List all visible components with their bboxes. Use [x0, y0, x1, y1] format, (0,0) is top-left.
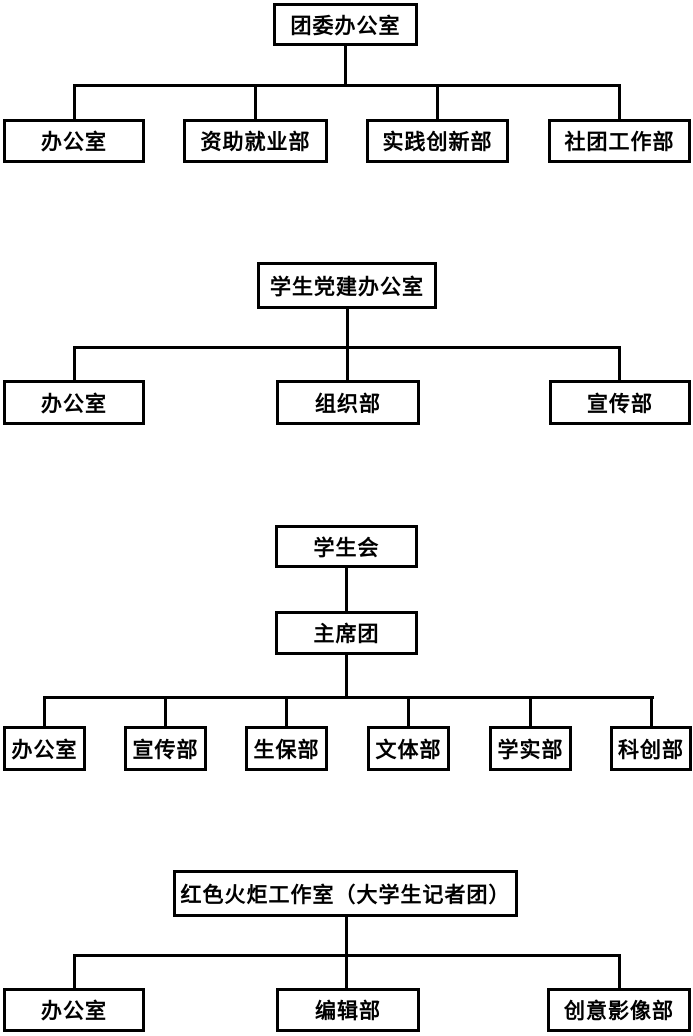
connector-vertical [344, 45, 347, 85]
connector-vertical [346, 308, 349, 347]
connector-stub [43, 696, 46, 726]
connector-vertical [345, 654, 348, 697]
connector-stub [618, 84, 621, 119]
connector-stub [345, 954, 348, 988]
connector-stub [346, 346, 349, 380]
org-box-sci-tech-innovation-dept: 科创部 [610, 726, 692, 771]
org-box-practice-innovation-dept: 实践创新部 [366, 119, 509, 163]
connector-stub [73, 346, 76, 380]
connector-stub [618, 346, 621, 380]
org-box-organization-dept: 组织部 [276, 380, 420, 425]
connector-stub [73, 954, 76, 988]
org-box-funding-employment-dept: 资助就业部 [183, 119, 328, 163]
org-box-student-union: 学生会 [275, 525, 418, 568]
org-box-office: 办公室 [3, 119, 145, 163]
connector-stub [164, 696, 167, 726]
connector-stub [407, 696, 410, 726]
connector-vertical [345, 567, 348, 612]
connector-stub [285, 696, 288, 726]
org-box-student-party-building-office: 学生党建办公室 [257, 262, 437, 309]
org-box-office: 办公室 [3, 380, 145, 425]
connector-stub [650, 696, 653, 726]
org-box-student-clubs-dept: 社团工作部 [548, 119, 691, 163]
org-box-study-practice-dept: 学实部 [489, 726, 572, 771]
org-box-creative-media-dept: 创意影像部 [547, 988, 691, 1032]
connector-stub [254, 84, 257, 119]
org-box-culture-sports-dept: 文体部 [367, 726, 450, 771]
connector-stub [73, 84, 76, 119]
org-box-life-security-dept: 生保部 [245, 726, 328, 771]
connector-horizontal [73, 84, 620, 87]
org-box-publicity-dept: 宣传部 [549, 380, 691, 425]
connector-horizontal [43, 696, 654, 699]
org-box-office: 办公室 [3, 726, 86, 771]
org-box-red-torch-studio: 红色火炬工作室（大学生记者团） [173, 870, 518, 917]
connector-vertical [345, 916, 348, 955]
connector-stub [436, 84, 439, 119]
org-box-editorial-dept: 编辑部 [276, 988, 420, 1032]
org-box-office: 办公室 [3, 988, 145, 1032]
connector-stub [529, 696, 532, 726]
org-box-youth-league-committee-office: 团委办公室 [273, 3, 418, 46]
org-box-presidium: 主席团 [275, 611, 418, 655]
connector-stub [618, 954, 621, 988]
org-box-publicity-dept: 宣传部 [124, 726, 207, 771]
